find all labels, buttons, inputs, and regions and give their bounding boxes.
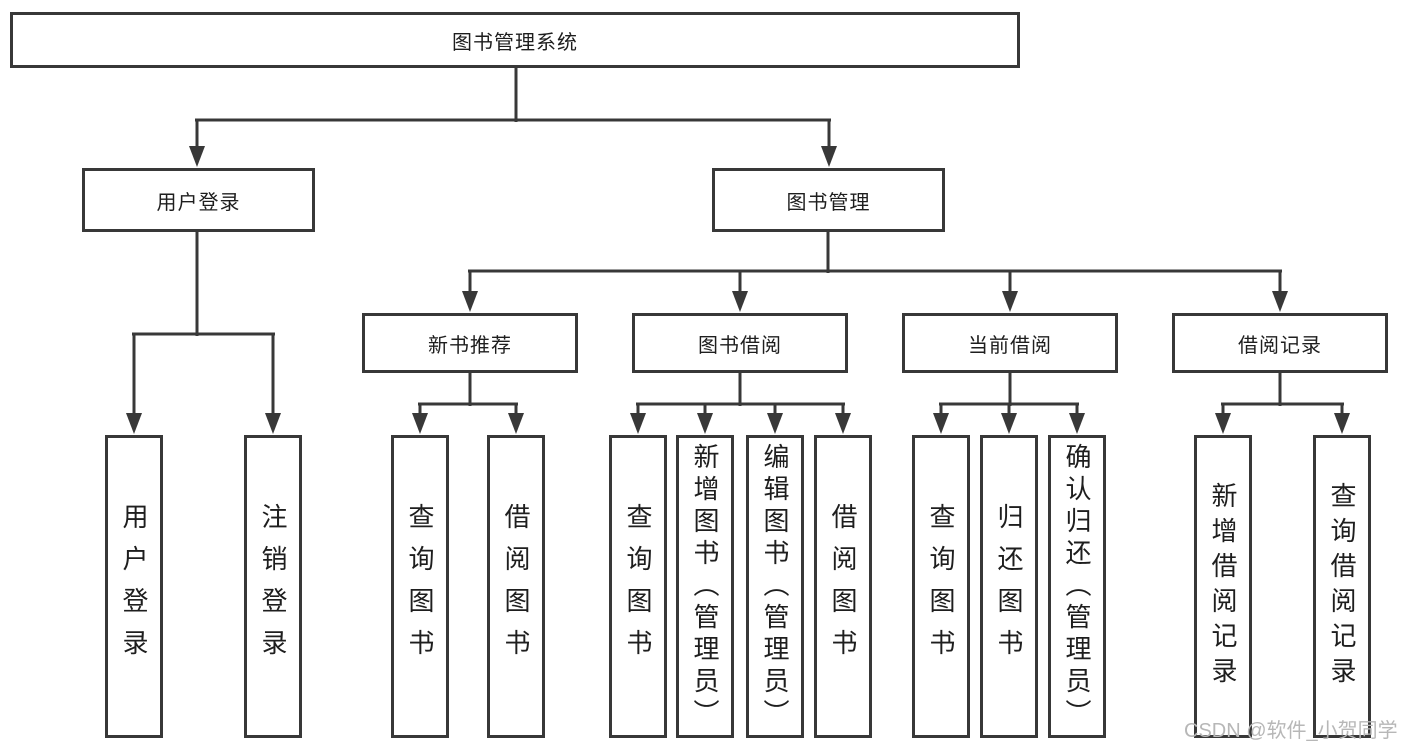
leaf-confirm-return-admin: 确认归还（管理员） [1048, 435, 1106, 738]
node-system-root: 图书管理系统 [10, 12, 1020, 68]
arrowhead-confirm-return [1069, 413, 1085, 434]
node-label: 图书借阅 [698, 334, 782, 357]
arrowhead-new-books [462, 291, 478, 312]
node-label: 注销登录 [258, 502, 288, 671]
arrowhead-query-book-2 [630, 413, 646, 434]
node-label: 当前借阅 [968, 334, 1052, 357]
arrowhead-borrow-records [1272, 291, 1288, 312]
arrowhead-query-book-3 [933, 413, 949, 434]
node-label: 归还图书 [994, 502, 1024, 671]
arrowhead-book-management [821, 146, 837, 167]
node-label: 借阅图书 [828, 502, 858, 671]
arrowhead-borrow-book-1 [508, 413, 524, 434]
arrowhead-query-record [1334, 413, 1350, 434]
node-label: 查询图书 [405, 502, 435, 671]
node-label: 用户登录 [119, 502, 149, 671]
leaf-query-book-1: 查询图书 [391, 435, 449, 738]
leaf-add-borrow-record: 新增借阅记录 [1194, 435, 1252, 738]
arrowhead-book-borrow [732, 291, 748, 312]
node-label: 借阅图书 [501, 502, 531, 671]
node-label: 查询借阅记录 [1327, 481, 1357, 692]
node-book-borrow: 图书借阅 [632, 313, 848, 373]
leaf-query-borrow-record: 查询借阅记录 [1313, 435, 1371, 738]
leaf-query-book-3: 查询图书 [912, 435, 970, 738]
node-label: 确认归还（管理员） [1062, 442, 1092, 731]
arrowhead-current-borrow [1002, 291, 1018, 312]
arrowhead-login-leaf [126, 413, 142, 434]
arrowhead-query-book-1 [412, 413, 428, 434]
leaf-borrow-book-1: 借阅图书 [487, 435, 545, 738]
node-label: 查询图书 [623, 502, 653, 671]
node-label: 新增图书（管理员） [690, 442, 720, 731]
node-label: 图书管理 [786, 191, 871, 214]
arrowhead-add-record [1215, 413, 1231, 434]
node-label: 图书管理系统 [452, 31, 578, 54]
node-label: 用户登录 [156, 191, 241, 214]
leaf-logout: 注销登录 [244, 435, 302, 738]
leaf-user-login: 用户登录 [105, 435, 163, 738]
node-current-borrow: 当前借阅 [902, 313, 1118, 373]
node-label: 查询图书 [926, 502, 956, 671]
arrowhead-add-book [697, 413, 713, 434]
leaf-borrow-book-2: 借阅图书 [814, 435, 872, 738]
arrowhead-edit-book [767, 413, 783, 434]
arrowhead-logout-leaf [265, 413, 281, 434]
csdn-watermark: CSDN @软件_小贺同学 [1184, 720, 1398, 742]
node-borrow-records: 借阅记录 [1172, 313, 1388, 373]
leaf-return-book: 归还图书 [980, 435, 1038, 738]
node-user-login: 用户登录 [82, 168, 315, 232]
leaf-add-book-admin: 新增图书（管理员） [676, 435, 734, 738]
node-book-management: 图书管理 [712, 168, 945, 232]
arrowhead-return-book [1001, 413, 1017, 434]
arrowhead-user-login [189, 146, 205, 167]
node-label: 新书推荐 [428, 334, 512, 357]
node-label: 新增借阅记录 [1208, 481, 1238, 692]
node-label: 借阅记录 [1238, 334, 1322, 357]
node-new-books: 新书推荐 [362, 313, 578, 373]
leaf-edit-book-admin: 编辑图书（管理员） [746, 435, 804, 738]
node-label: 编辑图书（管理员） [760, 442, 790, 731]
arrowhead-borrow-book-2 [835, 413, 851, 434]
leaf-query-book-2: 查询图书 [609, 435, 667, 738]
